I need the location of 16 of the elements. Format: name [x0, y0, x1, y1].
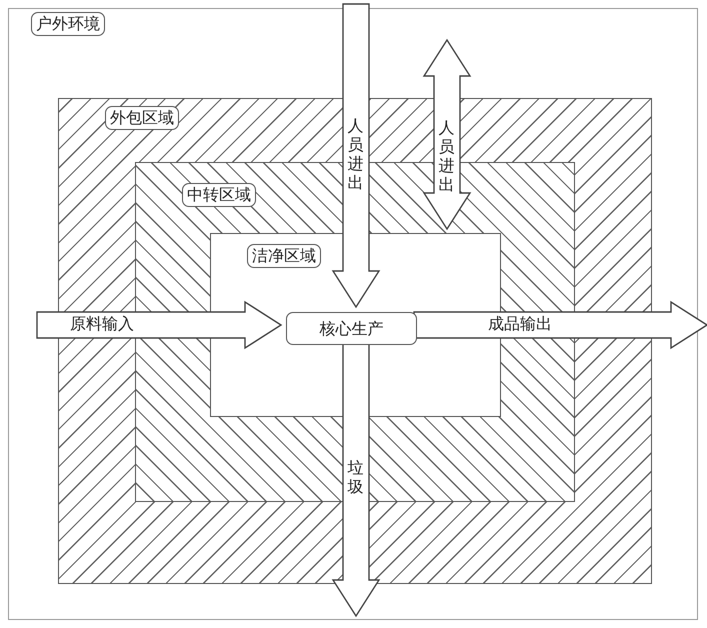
arrow-label: 人员进出 [438, 118, 455, 194]
arrow-label: 人员进出 [347, 116, 364, 192]
outdoor-frame [8, 8, 698, 620]
hatched-zone [58, 98, 652, 584]
zone-label: 户外环境 [31, 12, 105, 36]
arrow-label: 原料输入 [70, 314, 134, 334]
block-arrow [36, 300, 282, 350]
block-arrow [422, 38, 472, 230]
arrow-label: 成品输出 [488, 314, 552, 334]
arrow-label: 垃圾 [347, 458, 364, 496]
block-arrow [332, 3, 380, 308]
block-arrow [413, 300, 707, 350]
process-box: 核心生产 [286, 312, 417, 345]
zone-label: 外包区域 [105, 106, 179, 130]
zone-label: 中转区域 [182, 183, 256, 207]
zone-label: 洁净区域 [247, 244, 321, 268]
